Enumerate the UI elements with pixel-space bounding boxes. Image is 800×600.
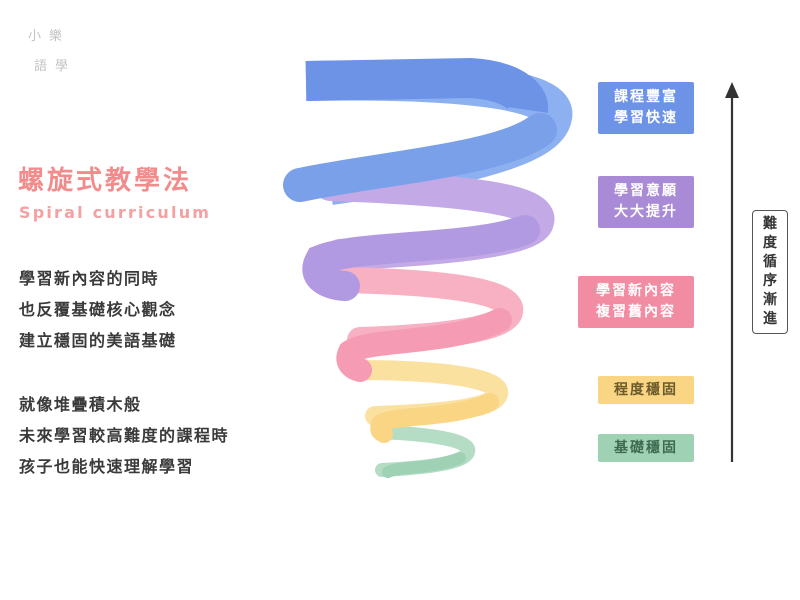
level-badge-line: 課程豐富 <box>614 89 678 105</box>
spiral-front-purple <box>302 215 540 301</box>
spiral-front-blue <box>305 57 548 113</box>
spiral-front-yellow <box>370 393 499 443</box>
difficulty-arrow-head <box>725 82 739 98</box>
logo-line-1: 小樂 <box>28 29 71 44</box>
spiral-front-pink <box>336 308 512 382</box>
difficulty-char: 進 <box>763 311 777 327</box>
level-badge-line: 程度穩固 <box>614 381 678 398</box>
level-badge-line: 學習快速 <box>614 110 678 126</box>
difficulty-char: 漸 <box>763 292 777 308</box>
page-title: 螺旋式教學法 <box>18 166 193 196</box>
difficulty-char: 度 <box>763 235 777 251</box>
description-paragraph-2: 就像堆疊積木般 未來學習較高難度的課程時 孩子也能快速理解學習 <box>19 389 229 482</box>
level-badge-line: 大大提升 <box>614 204 678 220</box>
level-badge-3: 學習新內容 複習舊內容 <box>578 276 694 328</box>
description-line: 孩子也能快速理解學習 <box>19 457 195 476</box>
level-badge-line: 複習舊內容 <box>596 304 676 320</box>
description-line: 未來學習較高難度的課程時 <box>19 426 230 445</box>
level-badge-2: 學習意願 大大提升 <box>598 176 694 228</box>
logo: 小樂 語學 <box>28 22 88 86</box>
level-badge-line: 學習意願 <box>614 183 678 199</box>
page-subtitle: Spiral curriculum <box>19 203 212 222</box>
level-badge-line: 基礎穩固 <box>614 439 678 456</box>
level-badge-5: 基礎穩固 <box>598 434 694 462</box>
description-line: 也反覆基礎核心觀念 <box>19 300 177 319</box>
difficulty-char: 序 <box>763 273 777 289</box>
difficulty-label-box: 難 度 循 序 漸 進 <box>752 210 788 334</box>
logo-line-2: 語學 <box>34 59 77 74</box>
level-badge-1: 課程豐富 學習快速 <box>598 82 694 134</box>
difficulty-char: 難 <box>763 216 777 232</box>
spiral-front-green <box>382 452 466 478</box>
description-line: 就像堆疊積木般 <box>19 395 142 414</box>
level-badge-line: 學習新內容 <box>596 283 676 299</box>
description-paragraph-1: 學習新內容的同時 也反覆基礎核心觀念 建立穩固的美語基礎 <box>19 263 177 356</box>
level-badge-4: 程度穩固 <box>598 376 694 404</box>
difficulty-char: 循 <box>763 254 777 270</box>
description-line: 建立穩固的美語基礎 <box>19 331 177 350</box>
description-line: 學習新內容的同時 <box>19 269 160 288</box>
spiral-front-blue-lower <box>283 113 557 202</box>
